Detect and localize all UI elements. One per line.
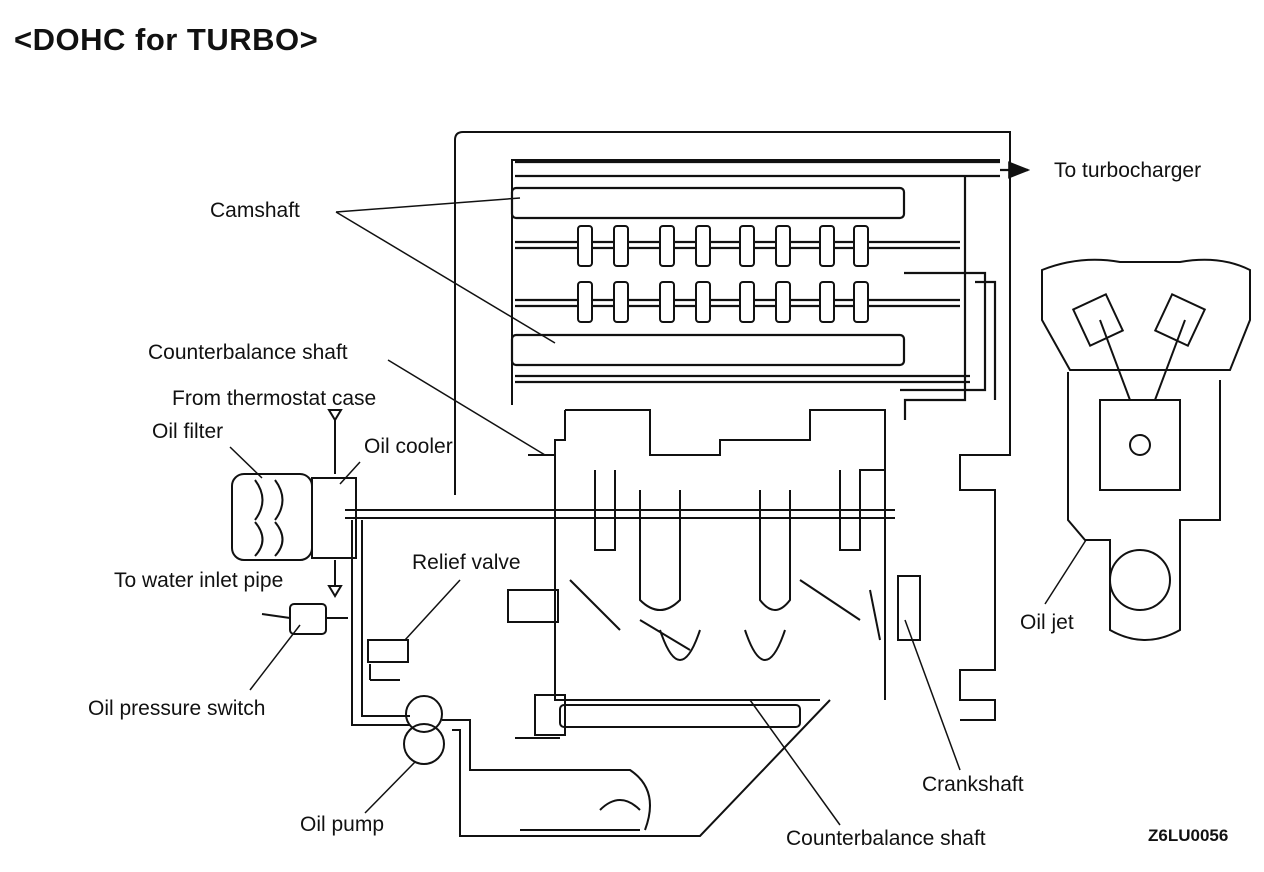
oil-pump-gear-bottom xyxy=(403,723,445,765)
label-to-turbocharger: To turbocharger xyxy=(1054,159,1202,182)
cylinder-block xyxy=(345,409,921,701)
label-oil-filter: Oil filter xyxy=(152,420,224,443)
oil-supply-lines xyxy=(351,520,831,837)
diagram-title: <DOHC for TURBO> xyxy=(14,22,319,57)
cylinder-cross-section xyxy=(1041,258,1251,641)
label-counterbalance-shaft-lower: Counterbalance shaft xyxy=(786,827,986,850)
engine-block-outline xyxy=(454,131,1011,721)
oil-cooler-body xyxy=(311,477,357,559)
lower-counterbalance-shaft xyxy=(515,694,801,739)
upper-camshaft xyxy=(510,186,906,220)
figure-code: Z6LU0056 xyxy=(1148,826,1229,845)
label-oil-pressure-switch: Oil pressure switch xyxy=(88,697,266,720)
oil-pump-gear-top xyxy=(405,695,443,733)
label-oil-jet: Oil jet xyxy=(1020,611,1074,634)
piston xyxy=(1099,399,1181,491)
label-camshaft: Camshaft xyxy=(210,199,300,222)
label-oil-pump: Oil pump xyxy=(300,813,385,836)
lower-camshaft xyxy=(510,333,906,367)
label-counterbalance-shaft-upper: Counterbalance shaft xyxy=(148,341,348,364)
label-crankshaft: Crankshaft xyxy=(922,773,1024,796)
label-leader-lines xyxy=(229,197,1087,826)
label-relief-valve: Relief valve xyxy=(412,551,521,574)
oil-filter-assembly xyxy=(231,409,357,598)
oil-pressure-switch-shape xyxy=(261,603,348,635)
oil-filter-body xyxy=(231,473,313,561)
label-to-water-inlet-pipe: To water inlet pipe xyxy=(114,569,284,592)
relief-valve-shape xyxy=(367,639,409,681)
label-from-thermostat-case: From thermostat case xyxy=(172,387,377,410)
hydraulic-lash-adjusters xyxy=(577,225,869,323)
label-oil-cooler: Oil cooler xyxy=(364,435,453,458)
